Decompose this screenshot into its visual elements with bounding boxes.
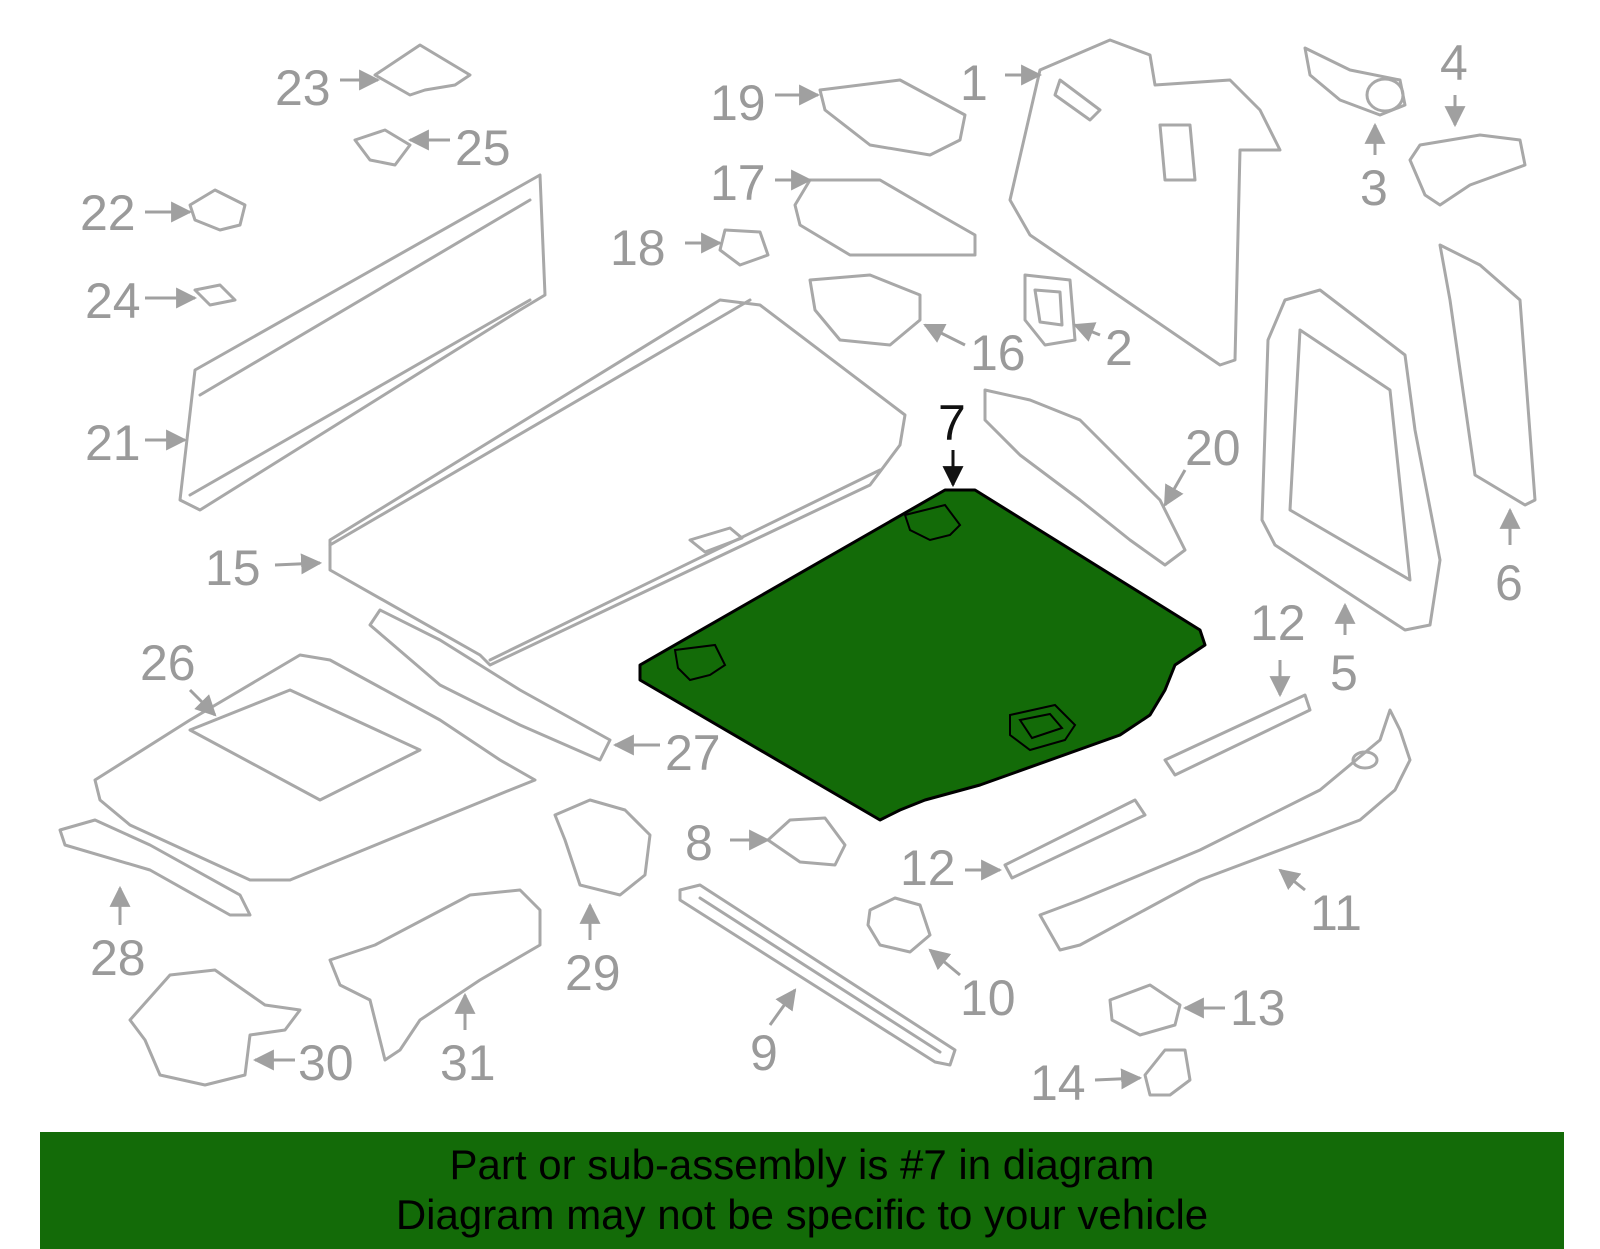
callout-13: 13 <box>1230 980 1286 1036</box>
part-2-clip <box>1023 273 1077 347</box>
callout-17: 17 <box>710 155 766 211</box>
callout-29: 29 <box>565 945 621 1001</box>
part-19-cover <box>818 78 967 157</box>
callout-12-lower: 12 <box>900 840 956 896</box>
part-24-clip <box>193 283 237 307</box>
part-5-side-panel <box>1260 288 1442 632</box>
callout-5: 5 <box>1330 645 1358 701</box>
callout-8: 8 <box>685 815 713 871</box>
part-15-roller-cover <box>328 298 907 667</box>
part-28-bracket <box>58 818 252 917</box>
callout-16: 16 <box>970 325 1026 381</box>
part-17-bracket <box>793 178 977 257</box>
part-6-strip <box>1438 243 1537 507</box>
callout-21: 21 <box>85 415 141 471</box>
part-29-bin <box>553 798 652 897</box>
callout-14: 14 <box>1030 1055 1086 1111</box>
callout-1: 1 <box>960 55 988 111</box>
callout-15: 15 <box>205 540 261 596</box>
callout-23: 23 <box>275 60 331 116</box>
parts-diagram: 1 2 3 4 5 6 7 8 9 10 11 12 12 13 14 15 1… <box>58 35 1537 1111</box>
callout-24: 24 <box>85 273 141 329</box>
part-8-bracket <box>766 816 847 867</box>
part-22-clip <box>188 188 247 232</box>
info-banner: Part or sub-assembly is #7 in diagram Di… <box>40 1132 1564 1249</box>
callout-6: 6 <box>1495 555 1523 611</box>
callout-10: 10 <box>960 970 1016 1026</box>
part-26-tray <box>93 653 537 882</box>
callout-7: 7 <box>938 395 966 451</box>
callout-28: 28 <box>90 930 146 986</box>
part-3-socket <box>1303 46 1407 117</box>
callout-31: 31 <box>440 1035 496 1091</box>
part-16-bracket <box>808 273 922 347</box>
part-13-clip <box>1108 983 1182 1037</box>
callout-3: 3 <box>1360 160 1388 216</box>
part-1-side-trim <box>1008 38 1282 367</box>
leader-arrows <box>109 64 1521 1090</box>
part-30-bin <box>128 968 302 1087</box>
part-25-clip <box>353 128 412 167</box>
callout-labels: 1 2 3 4 5 6 7 8 9 10 11 12 12 13 14 15 1… <box>80 35 1523 1111</box>
callout-18: 18 <box>610 220 666 276</box>
part-4-handle <box>1408 133 1527 207</box>
callout-25: 25 <box>455 120 511 176</box>
part-20-rail <box>983 388 1187 567</box>
callout-4: 4 <box>1440 35 1468 91</box>
part-27-rail <box>368 608 612 762</box>
part-7-floor-cover <box>638 488 1207 822</box>
part-21-partition <box>178 173 547 512</box>
callout-30: 30 <box>298 1035 354 1091</box>
part-11-sill <box>1038 708 1412 952</box>
callout-12-upper: 12 <box>1250 595 1306 651</box>
part-23-bracket <box>373 43 472 97</box>
callout-11: 11 <box>1310 885 1362 941</box>
part-12-strip-lower <box>1003 798 1147 880</box>
callout-19: 19 <box>710 75 766 131</box>
part-18-clip <box>718 228 770 267</box>
banner-line-disclaimer: Diagram may not be specific to your vehi… <box>395 1191 1209 1238</box>
part-14-hook <box>1143 1048 1192 1097</box>
callout-27: 27 <box>665 725 721 781</box>
callout-20: 20 <box>1185 420 1241 476</box>
part-9-rail <box>678 883 957 1067</box>
callout-9: 9 <box>750 1025 778 1081</box>
part-12-strip-upper <box>1163 693 1312 777</box>
callout-22: 22 <box>80 185 136 241</box>
part-10-plug <box>866 896 932 954</box>
part-31-bracket <box>328 888 542 1062</box>
callout-26: 26 <box>140 635 196 691</box>
banner-line-part: Part or sub-assembly is #7 in diagram <box>449 1141 1155 1188</box>
callout-2: 2 <box>1105 320 1133 376</box>
